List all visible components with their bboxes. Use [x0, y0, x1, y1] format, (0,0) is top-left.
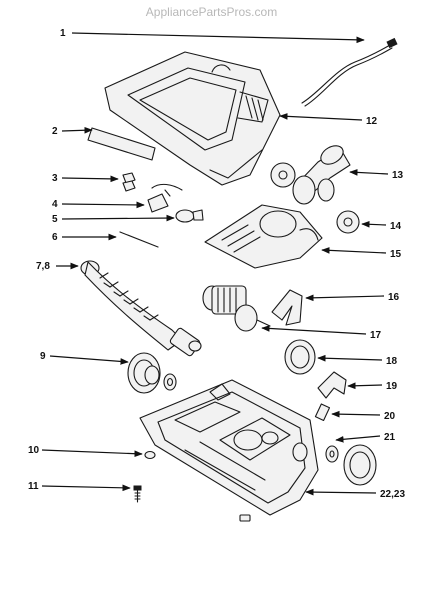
callout-16: 16	[305, 292, 400, 303]
motor-part	[202, 285, 271, 332]
leader-line	[41, 484, 131, 492]
seal-ring-part	[336, 210, 360, 234]
callout-label: 13	[392, 170, 404, 181]
callout-3: 3	[52, 173, 119, 184]
callout-label: 2	[52, 126, 58, 137]
leader-line	[331, 410, 381, 418]
leader-line	[361, 220, 387, 228]
callout-4: 4	[52, 199, 145, 210]
callout-label: 10	[28, 445, 40, 456]
callout-label: 20	[384, 411, 396, 422]
leader-line	[71, 32, 365, 44]
hood-part	[104, 51, 281, 186]
leader-line	[61, 126, 93, 134]
screw-part	[133, 485, 142, 503]
callout-12: 12	[279, 113, 378, 127]
callout-18: 18	[317, 354, 398, 367]
callout-19: 19	[347, 381, 398, 392]
wheel-part	[127, 352, 177, 394]
callout-1: 1	[60, 28, 365, 44]
leader-line	[347, 382, 383, 390]
callout-label: 11	[28, 481, 39, 492]
callout-7-8: 7,8	[36, 261, 79, 272]
rear-wheel-part	[343, 444, 377, 486]
small-block-part	[314, 403, 331, 422]
callout-label: 14	[390, 221, 402, 232]
callout-label: 3	[52, 173, 58, 184]
callout-21: 21	[335, 432, 396, 443]
cord-part	[301, 37, 398, 107]
switch-part	[147, 183, 183, 213]
callout-2: 2	[52, 126, 93, 137]
pin-part	[119, 231, 159, 248]
callout-label: 6	[52, 232, 58, 243]
callout-9: 9	[40, 351, 129, 365]
callout-17: 17	[261, 325, 382, 341]
callout-label: 19	[386, 381, 398, 392]
brushroll-part	[80, 260, 202, 357]
callout-11: 11	[28, 481, 131, 492]
callout-label: 21	[384, 432, 396, 443]
belt-ring-part	[284, 339, 316, 375]
bracket-part	[271, 289, 303, 326]
callout-label: 4	[52, 199, 58, 210]
leader-line	[317, 354, 383, 362]
callout-label: 1	[60, 28, 66, 39]
clip-part	[317, 371, 347, 399]
callout-label: 22,23	[380, 489, 405, 500]
leader-line	[49, 355, 129, 365]
callout-label: 7,8	[36, 261, 50, 272]
leader-line	[261, 325, 367, 335]
fan-housing-part	[270, 145, 351, 205]
callout-10: 10	[28, 445, 143, 458]
leader-line	[279, 113, 363, 121]
callout-label: 5	[52, 214, 58, 225]
callout-15: 15	[321, 246, 402, 260]
watermark: AppliancePartsPros.com	[145, 5, 278, 19]
callout-label: 15	[390, 249, 402, 260]
callout-13: 13	[349, 169, 404, 181]
fastener-part	[144, 450, 251, 522]
callout-label: 16	[388, 292, 400, 303]
leader-line	[305, 294, 385, 302]
leader-line	[61, 201, 145, 209]
callout-22-23: 22,23	[305, 488, 405, 500]
small-caps-part	[122, 172, 136, 192]
leader-line	[335, 435, 381, 443]
callout-14: 14	[361, 220, 402, 232]
bulb-part	[175, 209, 204, 223]
callout-label: 18	[386, 356, 398, 367]
callout-label: 12	[366, 116, 378, 127]
leader-line	[305, 488, 377, 496]
bumper-strip-part	[87, 127, 156, 161]
leader-line	[321, 246, 387, 254]
callout-5: 5	[52, 214, 175, 225]
callout-label: 9	[40, 351, 46, 362]
leader-line	[61, 175, 119, 183]
leader-line	[61, 214, 175, 222]
leader-line	[41, 449, 143, 458]
callout-label: 17	[370, 330, 382, 341]
base-housing-part	[139, 379, 319, 516]
callout-6: 6	[52, 232, 117, 243]
leader-line	[349, 169, 389, 176]
base-plate-part	[204, 204, 323, 269]
washer-part	[325, 445, 339, 463]
callout-20: 20	[331, 410, 396, 422]
